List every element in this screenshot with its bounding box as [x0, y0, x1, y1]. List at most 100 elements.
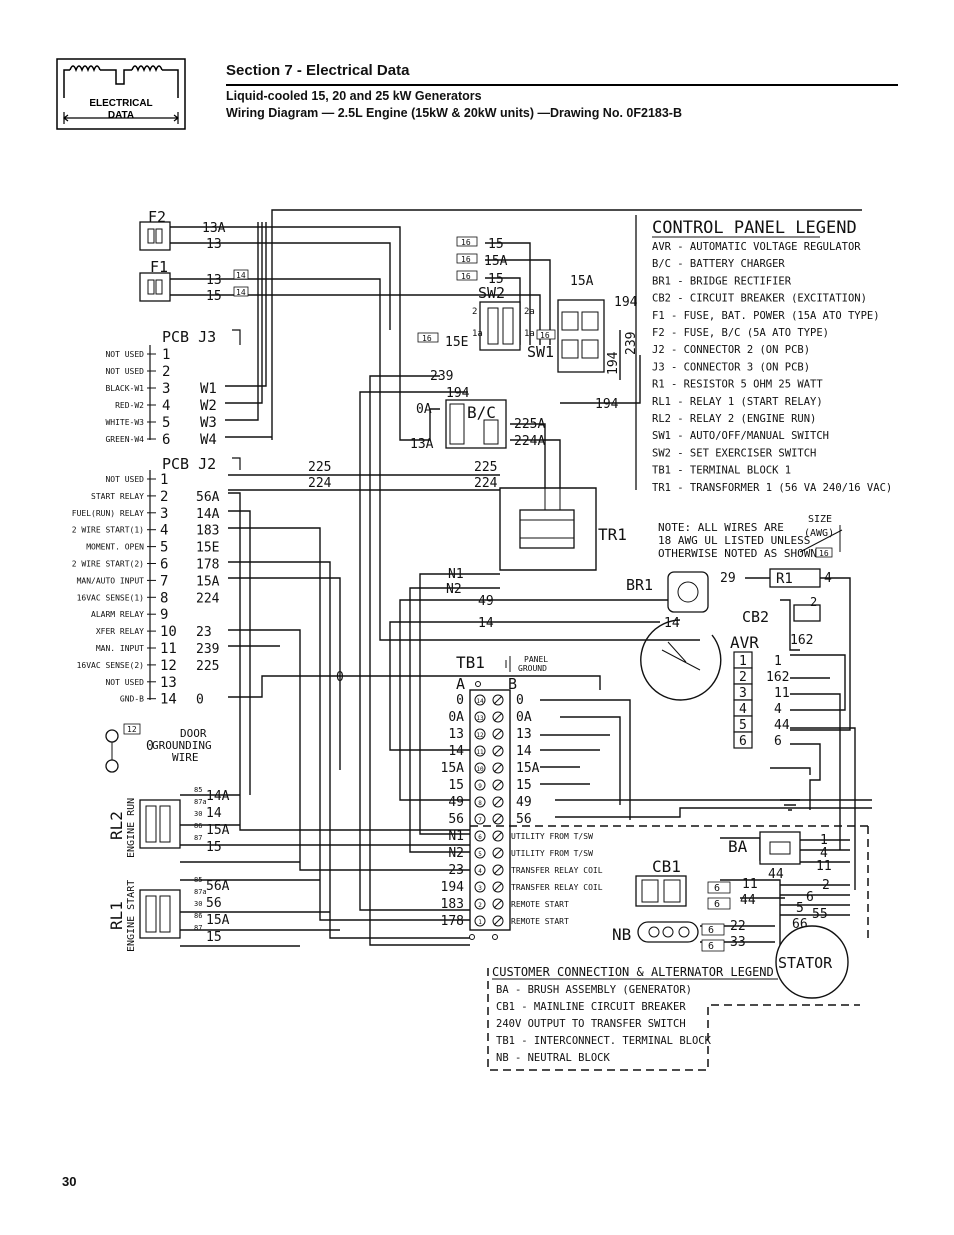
panel-ground-label-2: GROUND	[518, 664, 547, 673]
j2-pin-label: 16VAC SENSE(1)	[77, 593, 144, 602]
avr-wire: 11	[774, 686, 790, 701]
door-label-2: GROUNDING	[152, 739, 212, 752]
rl1-pin: 87	[194, 924, 202, 932]
rl2-pin: 87	[194, 834, 202, 842]
j3-pin-label: WHITE-W3	[105, 418, 144, 427]
fuse-f1-label: F1	[150, 258, 168, 276]
wires	[170, 209, 872, 950]
door-label-3: WIRE	[172, 751, 199, 764]
tb1-terminal-num: 3	[478, 885, 482, 892]
j3-pin-label: NOT USED	[105, 367, 144, 376]
j2-pin-wire: 239	[196, 642, 219, 657]
wire-n1: N1	[448, 567, 464, 582]
br1-wire-14: 14	[664, 616, 680, 631]
svg-text:1a: 1a	[524, 329, 535, 339]
svg-text:14: 14	[236, 271, 246, 280]
sw1-label: SW1	[527, 343, 554, 361]
bc-wire-225a: 225A	[514, 417, 545, 432]
rl1-pin: 87a	[194, 888, 207, 896]
tb1-terminal	[474, 830, 486, 842]
ba-wire-1: 1	[820, 833, 828, 848]
tb1-left-wire: 0A	[448, 710, 464, 725]
avr-num: 3	[739, 686, 747, 701]
cust-legend-item: CB1 - MAINLINE CIRCUIT BREAKER	[496, 1001, 686, 1013]
wire-0: 0	[336, 670, 344, 685]
sw-wire-15b: 15	[488, 272, 504, 287]
relay-rl1: RL1 ENGINE START	[107, 880, 181, 952]
tb1-screw-slot	[493, 848, 503, 858]
header-rule	[226, 84, 898, 86]
j2-pin-num: 3	[160, 506, 168, 522]
j3-pin-label: RED-W2	[115, 401, 144, 410]
sw2-label: SW2	[478, 284, 505, 302]
tb1-screw-slot	[493, 899, 503, 909]
j3-pin-label: NOT USED	[105, 350, 144, 359]
tb1-terminal-num: 6	[478, 834, 482, 841]
tb1-desc: UTILITY FROM T/SW	[511, 832, 593, 841]
sw-wire-15e: 15E	[445, 335, 468, 350]
neutral-block: NB 6 6 22 33	[612, 919, 746, 952]
bc-wire-0a: 0A	[416, 402, 432, 417]
j2-pin-label: FUEL(RUN) RELAY	[72, 509, 144, 518]
j2-pin-num: 9	[160, 607, 168, 623]
tb1-terminal	[474, 694, 486, 706]
legend-item: TB1 - TERMINAL BLOCK 1	[652, 465, 791, 477]
electrical-data-icon: ELECTRICAL DATA	[56, 58, 186, 130]
door-label-1: DOOR	[180, 727, 207, 740]
rl1-pin: 30	[194, 900, 202, 908]
svg-text:12: 12	[127, 725, 137, 734]
svg-text:16: 16	[540, 331, 550, 340]
wire-225-tr: 225	[474, 460, 497, 475]
j2-pin-num: 4	[160, 523, 168, 539]
j2-pin-wire: 178	[196, 558, 219, 573]
tb1-screw-slot	[493, 797, 503, 807]
tb1-terminal	[474, 864, 486, 876]
note-line-1: NOTE: ALL WIRES ARE	[658, 521, 784, 534]
note-line-3: OTHERWISE NOTED AS SHOWN:	[658, 547, 824, 560]
rl1-label: RL1	[107, 901, 126, 930]
rl2-sub-label: ENGINE RUN	[126, 798, 137, 858]
bc-wire-224a: 224A	[514, 434, 545, 449]
tb1-screw-slot	[493, 763, 503, 773]
wire-225-mid: 225	[308, 460, 331, 475]
nb-wire-33: 33	[730, 935, 746, 950]
tb1-terminal	[474, 915, 486, 927]
tb1-terminal	[474, 813, 486, 825]
cb1-tag-6a: 6	[714, 883, 720, 894]
rl2-wire: 14A	[206, 789, 230, 804]
cust-legend-item: 240V OUTPUT TO TRANSFER SWITCH	[496, 1018, 686, 1030]
tb1-screw-slot	[493, 831, 503, 841]
j2-pin-num: 14	[160, 692, 177, 708]
tb1-left-wire: 56	[448, 812, 464, 827]
tb1-b-label: B	[508, 675, 517, 693]
svg-text:16: 16	[461, 272, 471, 281]
legend-item: SW2 - SET EXERCISER SWITCH	[652, 447, 816, 459]
cb2-wire-2: 2	[810, 595, 817, 609]
tb1-terminals: 140130A121311141015A9158497566N15N242331…	[441, 693, 603, 929]
wire-14: 14	[478, 616, 494, 631]
tb1-right-wire: 15	[516, 778, 532, 793]
cust-legend-items: BA - BRUSH ASSEMBLY (GENERATOR) CB1 - MAI…	[496, 984, 712, 1064]
subtitle-2: Wiring Diagram — 2.5L Engine (15kW & 20k…	[226, 106, 682, 120]
legend-item: BR1 - BRIDGE RECTIFIER	[652, 275, 792, 287]
avr-cell	[733, 731, 753, 749]
tb1-screw-slot	[493, 865, 503, 875]
nb-wire-22: 22	[730, 919, 746, 934]
tb1-right-wire: 13	[516, 727, 532, 742]
tb1-right-wire: 0A	[516, 710, 532, 725]
tb1-left-wire: N2	[448, 846, 464, 861]
j2-pin-wire: 14A	[196, 507, 220, 522]
legend-item: AVR - AUTOMATIC VOLTAGE REGULATOR	[652, 241, 861, 253]
cb2-label: CB2	[742, 608, 769, 626]
stator-wire: 5	[796, 901, 804, 916]
icon-label-1: ELECTRICAL	[89, 98, 152, 109]
door-grounding-wire: 12 0 DOOR GROUNDING WIRE	[105, 723, 212, 773]
j2-pin-num: 10	[160, 624, 177, 640]
j3-title: PCB J3	[162, 328, 216, 346]
j2-pin-wire: 15E	[196, 541, 219, 556]
cust-legend-item: BA - BRUSH ASSEMBLY (GENERATOR)	[496, 984, 692, 996]
tb1-screw-slot	[493, 712, 503, 722]
f1-wire-13: 13	[206, 273, 222, 288]
relay-rl2: RL2 ENGINE RUN	[107, 798, 181, 858]
legend-item: RL2 - RELAY 2 (ENGINE RUN)	[652, 413, 816, 425]
